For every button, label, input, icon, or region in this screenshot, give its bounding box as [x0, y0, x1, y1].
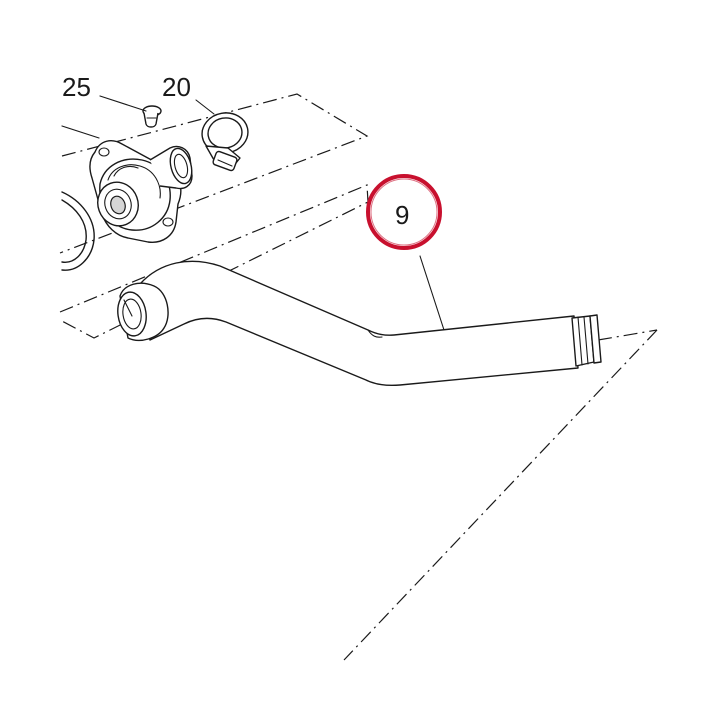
bolt	[142, 105, 162, 128]
hose-centerline	[343, 329, 658, 661]
thermostat-housing	[89, 140, 193, 243]
hose-clamp	[201, 112, 249, 172]
callout-20: 20	[162, 72, 191, 102]
highlight-circle	[366, 174, 442, 250]
o-ring	[61, 191, 95, 271]
callout-9: 9	[395, 200, 409, 230]
callout-25: 25	[62, 72, 91, 102]
leader-lines	[61, 95, 445, 331]
coolant-hose	[117, 260, 602, 387]
